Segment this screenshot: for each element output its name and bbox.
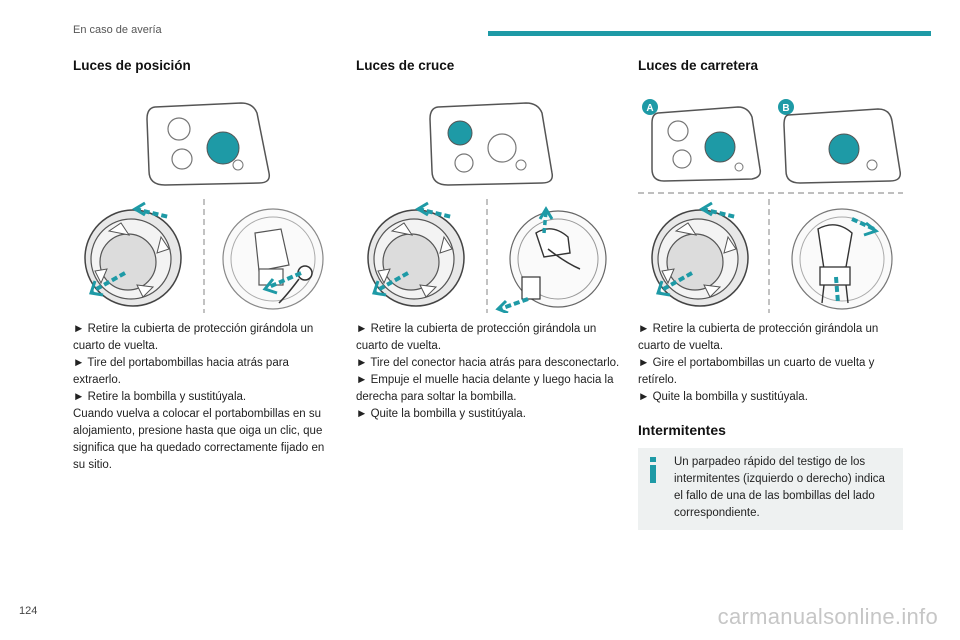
connector-icon	[495, 206, 607, 313]
badge-a: A	[646, 103, 653, 114]
note: Cuando vuelva a colocar el portabombilla…	[73, 408, 325, 471]
step: ► Tire del portabombillas hacia atrás pa…	[73, 357, 289, 386]
headlamp-unit-icon	[429, 102, 554, 186]
high-beam-illustration: A B	[638, 99, 903, 313]
bulb-holder-icon	[791, 208, 893, 310]
step: ► Retire la cubierta de protección girán…	[356, 323, 597, 352]
section-header: En caso de avería	[73, 24, 162, 36]
step: ► Empuje el muelle hacia delante y luego…	[356, 374, 614, 403]
protective-cover-icon	[84, 201, 182, 307]
column-low-beam: Luces de cruce	[356, 58, 621, 423]
protective-cover-icon	[367, 201, 465, 307]
section-title: Luces de posición	[73, 58, 191, 73]
watermark: carmanualsonline.info	[717, 604, 938, 629]
column-high-beam: Luces de carretera A B	[638, 58, 903, 530]
step: ► Quite la bombilla y sustitúyala.	[356, 408, 526, 420]
step: ► Retire la cubierta de protección girán…	[638, 323, 879, 352]
low-beam-illustration	[367, 102, 607, 313]
position-lights-illustration	[84, 102, 324, 313]
headlamp-unit-icon	[146, 102, 271, 186]
header-accent-bar	[488, 31, 931, 36]
step: ► Quite la bombilla y sustitúyala.	[638, 391, 808, 403]
bulb-holder-icon	[222, 208, 324, 310]
badge-b: B	[782, 103, 789, 114]
section-title: Luces de carretera	[638, 58, 759, 73]
instructions: ► Retire la cubierta de protección girán…	[356, 321, 621, 423]
subsection-title: Intermitentes	[638, 422, 726, 438]
step: ► Gire el portabombillas un cuarto de vu…	[638, 357, 875, 386]
info-box: Un parpadeo rápido del testigo de los in…	[638, 448, 903, 530]
headlamp-unit-icon: B	[778, 99, 902, 184]
headlamp-unit-icon: A	[642, 99, 762, 182]
protective-cover-icon	[651, 201, 749, 307]
column-position-lights: Luces de posición	[73, 58, 338, 474]
instructions: ► Retire la cubierta de protección girán…	[638, 321, 903, 406]
step: ► Tire del conector hacia atrás para des…	[356, 357, 620, 369]
instructions: ► Retire la cubierta de protección girán…	[73, 321, 338, 474]
step: ► Retire la bombilla y sustitúyala.	[73, 391, 247, 403]
section-title: Luces de cruce	[356, 58, 455, 73]
step: ► Retire la cubierta de protección girán…	[73, 323, 314, 352]
page-number: 124	[19, 605, 38, 617]
info-icon	[650, 457, 656, 483]
info-text: Un parpadeo rápido del testigo de los in…	[674, 456, 885, 519]
